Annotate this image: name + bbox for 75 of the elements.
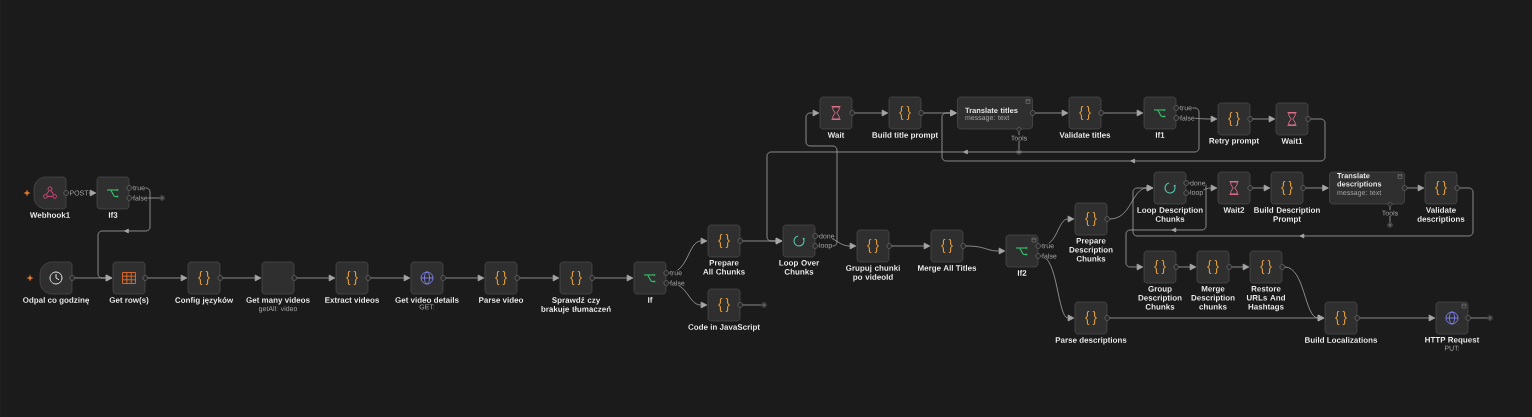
arrow	[1109, 314, 1325, 322]
arrow	[1231, 263, 1250, 271]
node-label: Prepare Description Chunks	[1069, 238, 1113, 262]
arrow	[1252, 115, 1276, 123]
arrow	[1188, 184, 1218, 194]
plus-handle	[1487, 315, 1493, 321]
arrow	[805, 109, 838, 247]
arrow	[519, 274, 560, 282]
arrow	[1305, 184, 1329, 192]
arrow	[668, 282, 708, 309]
node-label: Extract videos	[325, 297, 380, 303]
arrow	[147, 274, 188, 282]
arrow	[296, 274, 336, 282]
plus-handle	[1387, 222, 1393, 228]
arrow	[445, 274, 485, 282]
arrow	[1178, 263, 1197, 271]
arrow	[1040, 255, 1075, 322]
arrow	[1040, 215, 1075, 247]
connector-line	[131, 197, 160, 199]
node-label: If	[648, 297, 653, 303]
node-label: Wait2	[1223, 207, 1245, 213]
arrow	[1034, 109, 1069, 117]
node-label: Retry prompt	[1209, 138, 1259, 146]
arrow	[668, 237, 708, 274]
connector-line	[742, 304, 762, 306]
node-label: Merge Description chunks	[1191, 286, 1235, 310]
node-label: Build Localizations	[1305, 337, 1378, 343]
node-label: Code in JavaScript	[688, 324, 760, 332]
node-label: Build title prompt	[872, 132, 938, 140]
node-label: Wait1	[1281, 138, 1303, 144]
arrow	[222, 274, 262, 282]
node-label: Restore URLs And Hashtags	[1246, 286, 1285, 312]
node-label: Build Description Prompt	[1254, 207, 1320, 224]
arrow	[1406, 184, 1425, 192]
plus-handle	[761, 302, 767, 308]
node-label: Loop Over Chunks	[779, 260, 820, 275]
node-label: Group Description Chunks	[1138, 286, 1182, 310]
arrow	[1252, 184, 1271, 192]
node-label: Validate titles	[1059, 132, 1111, 138]
connector-line	[1018, 131, 1020, 150]
arrow	[1103, 109, 1144, 117]
node-label: Merge All Titles	[918, 265, 977, 273]
plus-handle	[159, 195, 165, 201]
plus-handle	[1016, 149, 1022, 155]
arrow	[891, 242, 931, 250]
node-label: Parse descriptions	[1055, 337, 1127, 345]
node-label: HTTP Request	[1425, 337, 1480, 345]
arrow	[766, 107, 1200, 245]
connector-line	[1470, 317, 1488, 319]
node-label: Odpal co godzinę	[23, 297, 90, 305]
arrow	[74, 274, 113, 282]
arrow	[854, 109, 889, 117]
node-label: Sprawdź czy brakuje tłumaczeń	[541, 297, 611, 314]
node-label: Config języków	[175, 297, 234, 305]
arrow	[817, 235, 857, 250]
arrow	[370, 274, 411, 282]
node-label: If1	[1155, 132, 1165, 138]
arrow	[1359, 314, 1436, 322]
node-label: Get video details	[395, 297, 459, 303]
arrow	[1178, 115, 1218, 123]
node-label: If2	[1017, 270, 1027, 276]
connector-line	[1389, 206, 1391, 223]
node-label: Prepare All Chunks	[703, 260, 745, 275]
node-label: Validate descriptions	[1417, 207, 1465, 224]
arrow	[594, 274, 634, 282]
node-label: Wait	[827, 132, 845, 138]
node-label: Loop Description Chunks	[1137, 207, 1203, 222]
node-label: Get many videos	[246, 297, 310, 305]
node-label: Get row(s)	[109, 297, 149, 305]
node-label: If3	[108, 212, 118, 218]
node-label: Parse video	[479, 297, 524, 303]
arrow	[1125, 181, 1207, 271]
arrow	[965, 245, 1006, 255]
node-label: Webhook1	[29, 212, 70, 218]
node-label: Grupuj chunki po videoId	[846, 265, 900, 282]
